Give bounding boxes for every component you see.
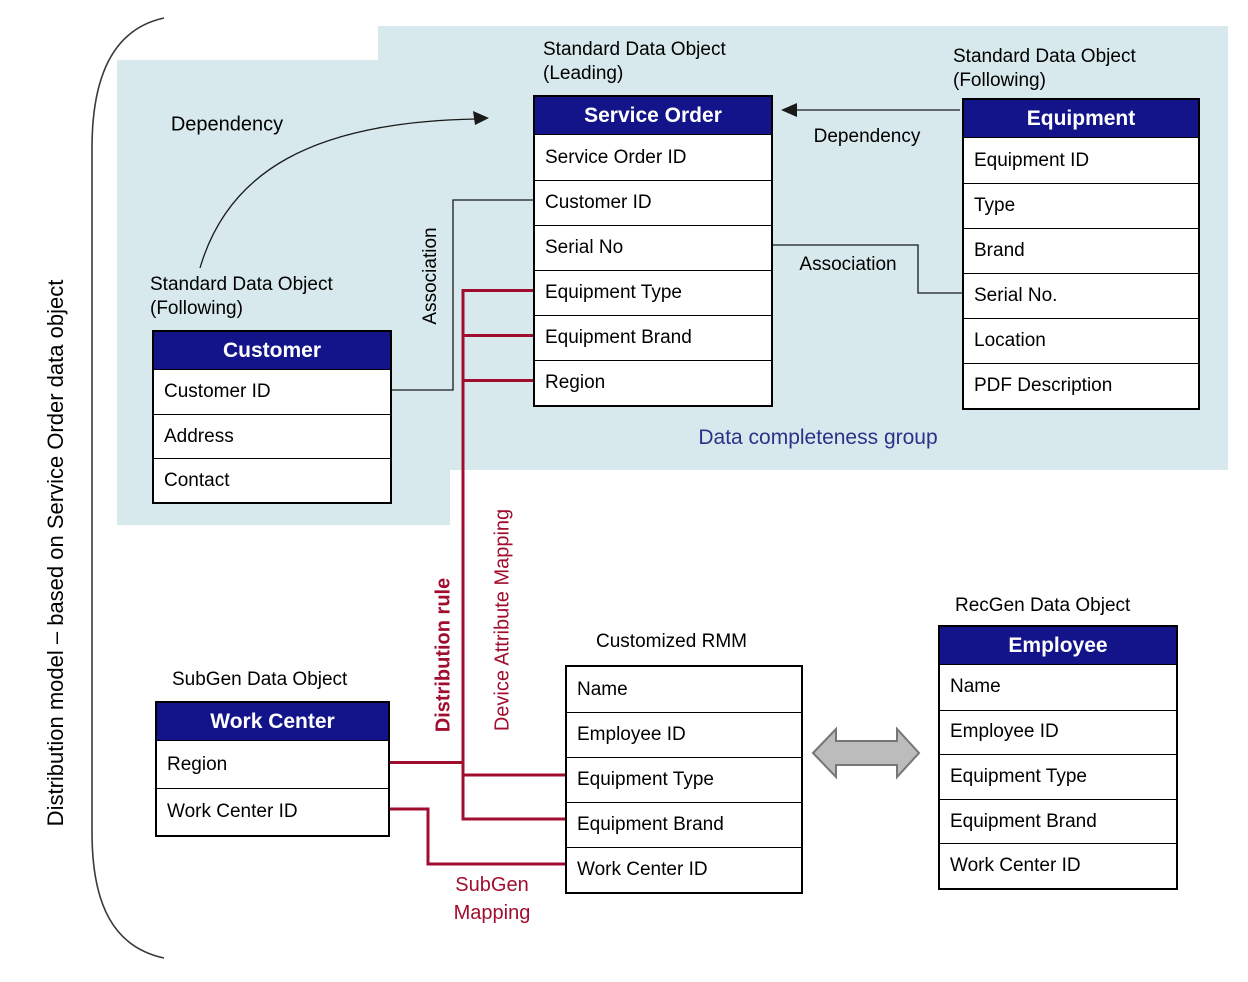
table-row: Location xyxy=(964,318,1198,363)
table-row: Customer ID xyxy=(535,180,771,225)
table-row: Equipment Brand xyxy=(535,315,771,360)
dependency-arrow-left xyxy=(199,118,477,269)
mapping-trunk-line xyxy=(461,289,565,821)
association-line-right xyxy=(773,244,962,294)
work-center-header: Work Center xyxy=(157,703,388,741)
service-order-header: Service Order xyxy=(535,97,771,135)
table-row: Region xyxy=(157,741,388,788)
subgen-mapping-label: SubGen Mapping xyxy=(453,874,531,924)
table-row: Employee ID xyxy=(567,712,801,757)
device-attribute-mapping-label: Device Attribute Mapping xyxy=(491,508,514,732)
service-order-caption: Standard Data Object (Leading) xyxy=(543,39,726,84)
table-row: Work Center ID xyxy=(940,843,1176,888)
dependency-label-right: Dependency xyxy=(813,126,921,147)
dependency-label-left: Dependency xyxy=(170,113,284,136)
diagram-title: Distribution model – based on Service Or… xyxy=(43,279,68,827)
employee-header: Employee xyxy=(940,627,1176,665)
table-row: Name xyxy=(940,665,1176,710)
table-row: Serial No. xyxy=(964,273,1198,318)
equipment-caption: Standard Data Object (Following) xyxy=(953,46,1136,91)
table-row: Work Center ID xyxy=(567,847,801,892)
work-center-caption: SubGen Data Object xyxy=(172,669,348,690)
table-row: Name xyxy=(567,667,801,712)
equipment-header: Equipment xyxy=(964,100,1198,138)
data-completeness-group-label: Data completeness group xyxy=(698,426,938,449)
bracket-icon xyxy=(91,17,165,959)
table-row: Work Center ID xyxy=(157,788,388,835)
table-row: Equipment Brand xyxy=(567,802,801,847)
table-row: Address xyxy=(154,414,390,458)
sync-arrow-icon xyxy=(811,726,921,780)
association-label-right: Association xyxy=(799,254,897,275)
table-row: PDF Description xyxy=(964,363,1198,408)
table-row: Type xyxy=(964,183,1198,228)
subgen-mapping-line xyxy=(390,807,565,866)
table-row: Contact xyxy=(154,458,390,502)
table-row: Serial No xyxy=(535,225,771,270)
table-row: Equipment ID xyxy=(964,138,1198,183)
table-row: Region xyxy=(535,360,771,405)
customized-rmm-caption: Customized RMM xyxy=(596,631,747,652)
employee-caption: RecGen Data Object xyxy=(955,595,1131,616)
table-row: Brand xyxy=(964,228,1198,273)
dependency-arrowhead-left-icon xyxy=(473,111,489,125)
customer-caption: Standard Data Object (Following) xyxy=(150,274,333,319)
association-label-left: Association xyxy=(420,227,441,325)
table-row: Customer ID xyxy=(154,370,390,414)
table-row: Equipment Type xyxy=(567,757,801,802)
table-row: Employee ID xyxy=(940,709,1176,755)
distribution-rule-label: Distribution rule xyxy=(432,577,455,733)
dependency-arrowhead-right-icon xyxy=(781,103,797,117)
table-row: Equipment Type xyxy=(940,754,1176,799)
table-row: Equipment Type xyxy=(535,270,771,315)
customer-header: Customer xyxy=(154,332,390,370)
association-line-left xyxy=(392,199,533,391)
table-row: Equipment Brand xyxy=(940,798,1176,844)
table-row: Service Order ID xyxy=(535,135,771,180)
